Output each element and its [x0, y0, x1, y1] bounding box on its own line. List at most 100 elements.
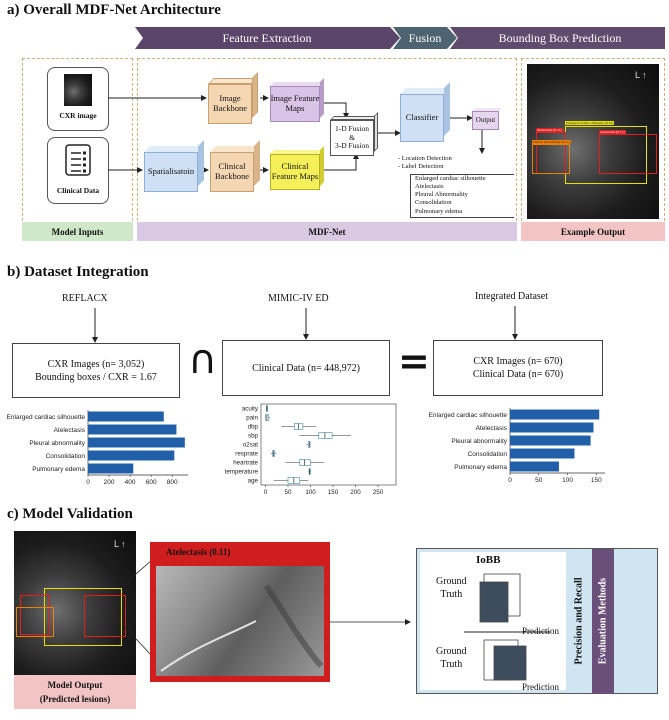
image-backbone-block: Image Backbone	[208, 72, 258, 124]
truth-word: Truth	[440, 659, 463, 670]
x-tick-label: 800	[167, 479, 178, 486]
detection-item-location: - Location Detection	[398, 155, 452, 162]
ground-truth-word: Ground	[436, 646, 467, 657]
reflacx-box: CXR Images (n= 3,052) Bounding boxes / C…	[12, 343, 180, 398]
truth-word: Truth	[440, 589, 463, 600]
label-list: Enlarged cardiac silhouette Atelectasis …	[410, 174, 514, 218]
bar	[88, 424, 177, 435]
zoom-frame	[150, 560, 330, 682]
precision-recall-label: Precision and Recall	[573, 577, 585, 665]
fusion-label-3: 3-D Fusion	[335, 141, 369, 151]
label-item: Atelectasis	[415, 183, 444, 191]
image-feature-maps-block: Image Feature Maps	[270, 78, 324, 122]
spatialisation-block: Spatialisatoin	[144, 140, 204, 192]
integrated-clinical: Clinical Data (n= 670)	[472, 369, 564, 380]
label-item: Pulmonary edema	[415, 207, 463, 215]
detection-list: - Location Detection - Label Detection	[398, 155, 508, 171]
orientation-marker-icon: L ↑	[635, 70, 647, 80]
example-xray-image: L ↑ Enlarged cardiac silhouette (0.61) A…	[527, 64, 659, 219]
zoom-image	[156, 566, 324, 676]
bar	[510, 461, 559, 472]
bar	[88, 411, 164, 422]
clinical-backbone-block: Clinical Backbone	[210, 140, 260, 192]
x-tick-label: 200	[350, 489, 361, 496]
category-label: sbp	[248, 433, 259, 440]
zoom-line-bottom	[121, 623, 153, 657]
integrated-box: CXR Images (n= 670) Clinical Data (n= 67…	[433, 340, 603, 396]
category-label: dbp	[248, 424, 259, 431]
category-label: pain	[246, 415, 258, 422]
val-bbox-cardiac	[44, 588, 122, 646]
category-label: Atelectasis	[54, 427, 86, 434]
plot-frame	[260, 403, 397, 486]
evaluation-methods-label: Evaluation Methods	[597, 577, 609, 665]
zoom-connectors	[121, 559, 411, 657]
integrated-images: CXR Images (n= 670)	[473, 356, 563, 367]
category-label: Pleural abnormality	[29, 440, 85, 447]
arrow-clinical-maps-to-fusion	[322, 153, 359, 171]
x-tick-label: 400	[125, 479, 136, 486]
evaluation-methods-band: Evaluation Methods	[592, 549, 658, 694]
val-bbox-pleural	[16, 607, 54, 637]
reflacx-bar-chart: Enlarged cardiac silhouetteAtelectasisPl…	[7, 410, 188, 486]
bbox-pleural-label: Pleural abnormality (0.11)	[532, 140, 571, 144]
orientation-marker-icon: L ↑	[114, 539, 126, 549]
ground-truth-label-1: Ground Truth	[436, 575, 467, 601]
source-arrows	[92, 306, 518, 343]
image-backbone-label: Image Backbone	[213, 93, 247, 113]
stage-label-bbox: Bounding Box Prediction	[499, 31, 622, 45]
source-integrated: Integrated Dataset	[475, 291, 549, 302]
clinical-input-label: Clinical Data	[56, 186, 100, 195]
clinical-feature-maps-label: Clinical Feature Maps	[271, 161, 319, 181]
stage-feature-extraction-arrow	[135, 27, 400, 49]
cxr-thumbnail	[64, 74, 92, 106]
x-tick-label: 0	[508, 477, 512, 484]
bbox-pleural	[532, 144, 570, 174]
arrow-image-maps-to-fusion	[322, 102, 349, 119]
zoom-anatomy	[160, 584, 324, 672]
category-label: Enlarged cardiac silhouette	[7, 414, 86, 421]
label-item: Enlarged cardiac silhouette	[415, 175, 486, 182]
bbox-atelectasis-left-label: Atelectasis (0.11)	[536, 128, 563, 132]
output-label: Output	[475, 116, 496, 125]
bar	[510, 422, 594, 433]
stage-label-feature: Feature Extraction	[223, 31, 312, 45]
cxr-input-label: CXR image	[59, 111, 97, 120]
box	[318, 432, 333, 439]
pred-box-1	[479, 581, 509, 623]
x-tick-label: 100	[305, 489, 316, 496]
integrated-bar-chart: Enlarged cardiac silhouetteAtelectasisPl…	[429, 408, 605, 484]
category-label: age	[248, 478, 259, 485]
example-output-footer: Example Output	[521, 222, 665, 241]
model-output-footer-line2: (Predicted lesions)	[39, 694, 111, 704]
image-feature-maps-label: Image Feature Maps	[270, 93, 320, 113]
spatialisation-label: Spatialisatoin	[147, 166, 195, 177]
bar	[510, 409, 600, 420]
bar	[88, 463, 134, 474]
pred-box-2	[493, 645, 527, 681]
category-label: Consolidation	[468, 451, 508, 458]
label-item: Pleural Abnormality	[415, 191, 468, 199]
bar	[510, 435, 591, 446]
category-label: resprate	[235, 451, 258, 458]
ground-truth-label-2: Ground Truth	[436, 645, 467, 671]
equals-symbol: =	[398, 339, 430, 383]
x-tick-label: 150	[591, 477, 602, 484]
category-label: Pleural abnormality	[451, 438, 507, 445]
x-tick-label: 200	[104, 479, 115, 486]
model-output-footer-line1: Model Output	[47, 680, 103, 690]
model-output-footer: Model Output (Predicted lesions)	[14, 675, 136, 709]
zoom-label: Atelectasis (0.11)	[166, 547, 231, 557]
x-tick-label: 50	[535, 477, 543, 484]
category-label: temperature	[225, 469, 259, 476]
category-label: Pulmonary edema	[454, 464, 507, 471]
stage-label-fusion: Fusion	[409, 31, 442, 45]
label-item: Consolidation	[415, 199, 452, 207]
output-block: Output	[472, 108, 502, 130]
reflacx-images: CXR Images (n= 3,052)	[47, 358, 145, 370]
model-inputs-footer: Model Inputs	[22, 222, 133, 241]
box	[307, 441, 311, 448]
x-tick-label: 600	[146, 479, 157, 486]
precision-recall-band: Precision and Recall	[568, 550, 590, 692]
iobb-title: IoBB	[476, 554, 501, 566]
